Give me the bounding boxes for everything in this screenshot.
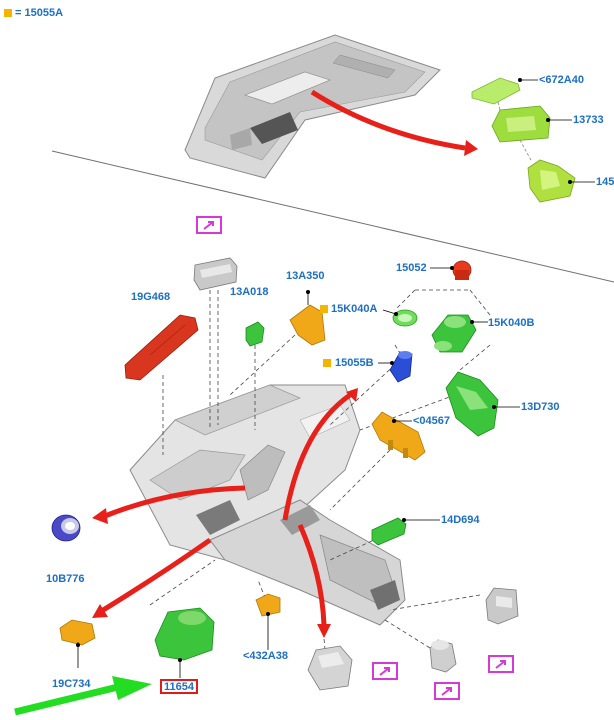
part-10B776 <box>51 514 81 542</box>
label-13A350[interactable]: 13A350 <box>286 270 325 282</box>
part-14D694 <box>371 517 440 546</box>
label-13A018[interactable]: 13A018 <box>230 286 269 298</box>
arrow-headliner-to-console <box>310 89 466 151</box>
external-link-arrow-icon <box>441 687 452 696</box>
part-04567 <box>371 411 426 461</box>
part-145 <box>527 159 595 203</box>
label-13733[interactable]: 13733 <box>573 114 604 126</box>
external-link-shifter[interactable] <box>372 662 398 680</box>
label-14D694[interactable]: 14D694 <box>441 514 480 526</box>
part-15K040B <box>431 314 488 353</box>
red-arrows <box>98 392 352 626</box>
part-13A018 <box>245 321 265 347</box>
part-bottom-shifter <box>307 645 353 691</box>
legend-marker-15055B <box>323 359 331 367</box>
legend-swatch <box>4 9 12 17</box>
part-432A38 <box>255 593 281 650</box>
label-19G468[interactable]: 19G468 <box>131 291 171 303</box>
label-15K040B[interactable]: 15K040B <box>488 317 535 329</box>
external-link-usb[interactable] <box>488 655 514 673</box>
part-11654 <box>154 607 215 678</box>
external-link-top[interactable] <box>196 216 222 234</box>
part-15052 <box>430 260 472 280</box>
part-15055B <box>378 351 413 383</box>
label-15052[interactable]: 15052 <box>396 262 427 274</box>
dashboard-illustration <box>129 384 406 626</box>
label-15055B[interactable]: 15055B <box>335 357 374 369</box>
label-15K040A[interactable]: 15K040A <box>331 303 378 315</box>
part-13D730 <box>445 371 520 437</box>
external-link-arrow-icon <box>379 667 390 676</box>
part-15K040A <box>382 309 418 327</box>
external-link-arrow-icon <box>203 221 214 230</box>
green-pointer-arrow <box>14 683 119 716</box>
label-04567[interactable]: <04567 <box>413 415 451 427</box>
part-19G468 <box>124 314 199 381</box>
external-link-arrow-icon <box>495 660 506 669</box>
external-link-connector[interactable] <box>434 682 460 700</box>
part-672A40 <box>471 77 538 105</box>
legend-text: = 15055A <box>15 7 64 19</box>
headliner-illustration <box>184 34 441 179</box>
part-13733 <box>491 105 572 143</box>
part-top-switch <box>193 257 238 291</box>
part-13A350 <box>289 290 326 346</box>
label-432A38[interactable]: <432A38 <box>243 650 288 662</box>
legend-marker-15K040A <box>320 305 328 313</box>
highlight-11654 <box>160 679 198 694</box>
label-10B776[interactable]: 10B776 <box>46 573 85 585</box>
part-19C734 <box>59 619 96 668</box>
label-145[interactable]: 145 <box>596 176 614 188</box>
label-11654[interactable]: 11654 <box>164 681 194 693</box>
label-19C734[interactable]: 19C734 <box>52 678 91 690</box>
part-bottom-usb <box>485 587 519 625</box>
label-672A40[interactable]: <672A40 <box>539 74 584 86</box>
part-bottom-connector <box>429 639 457 673</box>
label-13D730[interactable]: 13D730 <box>521 401 560 413</box>
section-divider <box>51 150 614 283</box>
